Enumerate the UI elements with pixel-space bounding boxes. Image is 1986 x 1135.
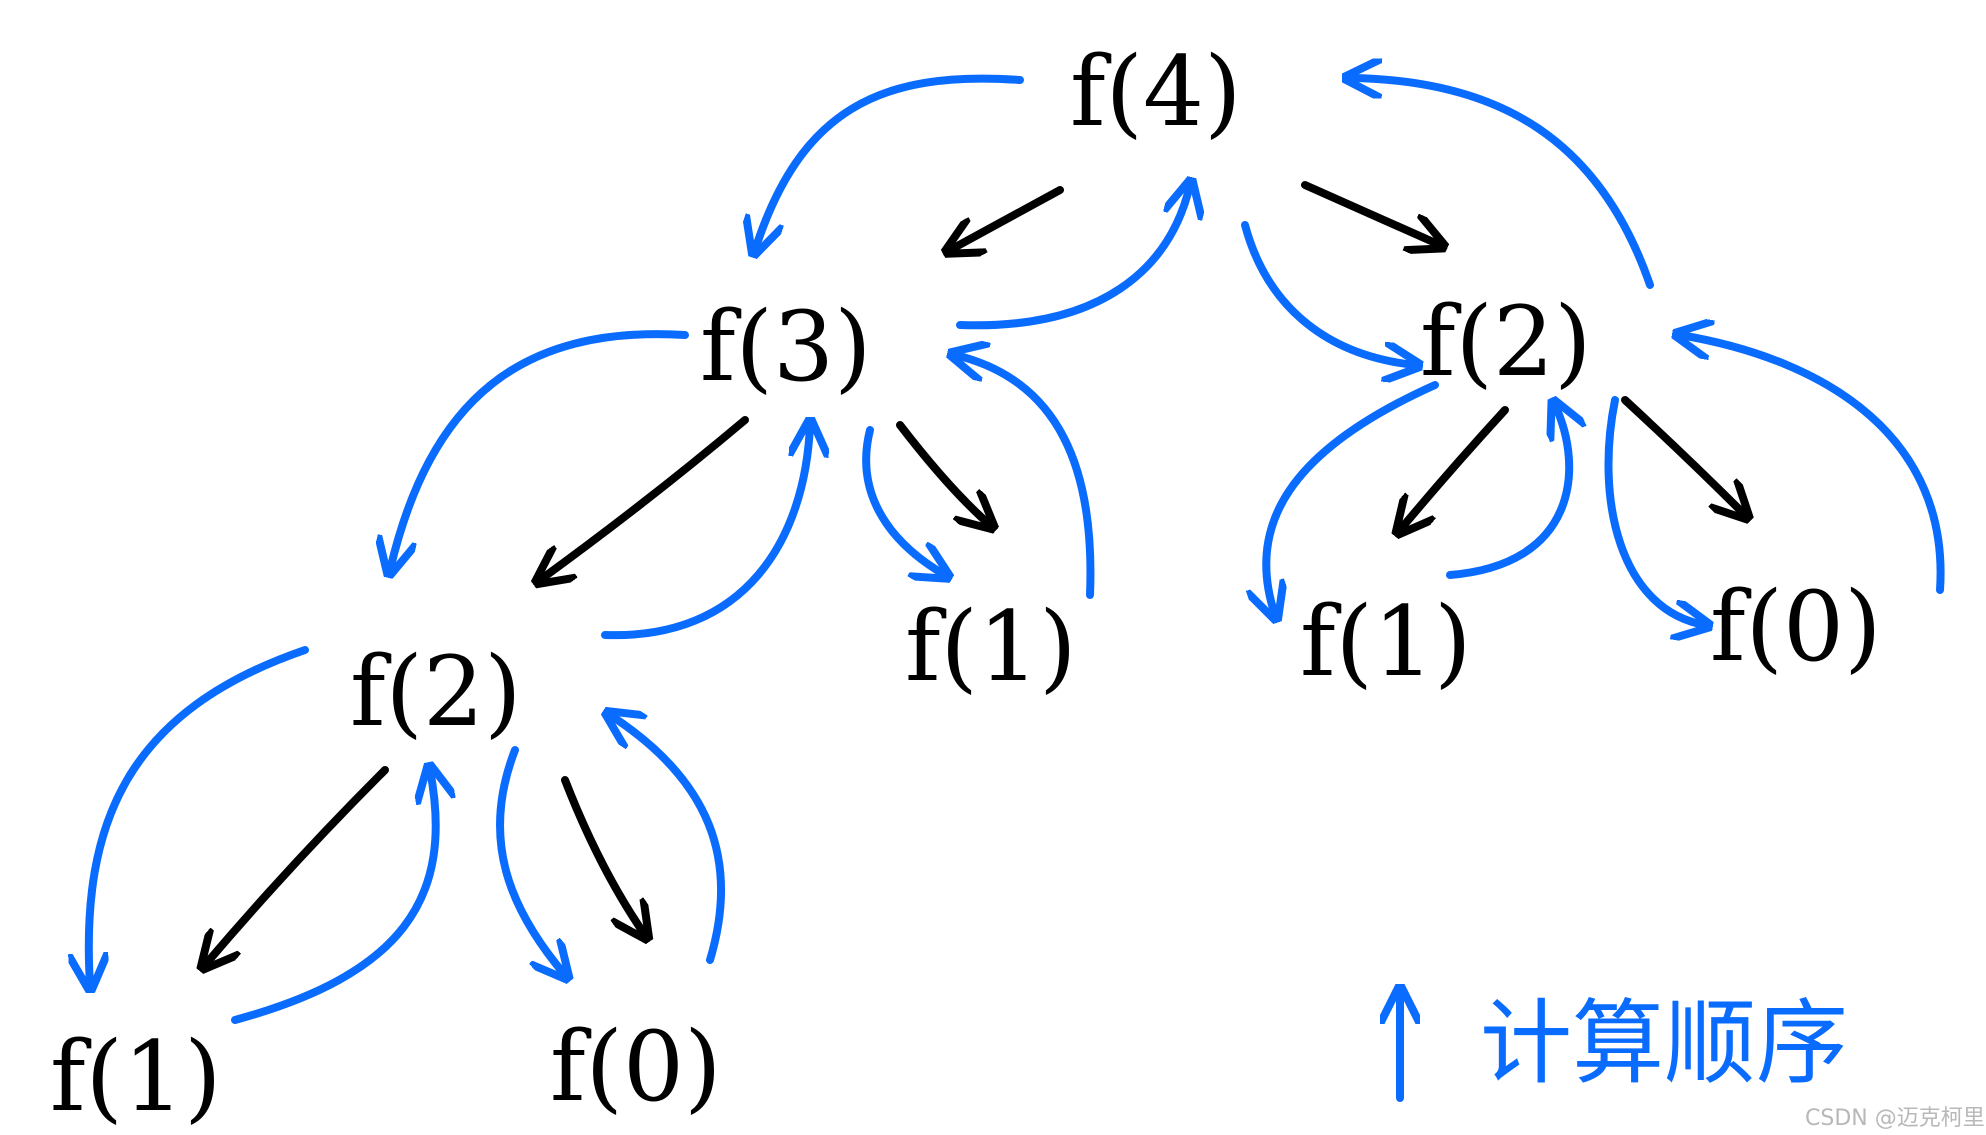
edge-f3-f2 <box>540 416 749 580</box>
edge-f2r-f1 <box>1400 406 1509 530</box>
node-f1-left: f(1) <box>50 1021 222 1133</box>
order-f0-to-f2r <box>1680 335 1945 594</box>
edge-f2r-f0 <box>1621 396 1745 515</box>
order-f1-to-f2l <box>231 770 436 1024</box>
node-f0-right: f(0) <box>1710 571 1882 683</box>
order-f2r-to-f0 <box>1604 396 1705 625</box>
order-f3-to-f1 <box>862 426 945 575</box>
node-f1-right: f(1) <box>1300 586 1472 698</box>
order-f4-to-f3 <box>755 74 1024 250</box>
edge-f4-f2 <box>1301 181 1440 245</box>
node-f1-mid: f(1) <box>905 591 1077 703</box>
node-f3: f(3) <box>700 291 872 403</box>
order-f2r-to-f4 <box>1350 78 1654 289</box>
legend-label: 计算顺序 <box>1480 990 1848 1097</box>
order-f2l-to-f1 <box>89 646 309 985</box>
order-f4-to-f2r <box>1241 221 1415 365</box>
edge-f2l-f1 <box>205 766 389 965</box>
node-f2-right: f(2) <box>1420 286 1592 398</box>
order-f0-to-f2l <box>610 715 726 964</box>
edge-f4-f3 <box>950 186 1064 250</box>
order-f3-to-f2l <box>390 330 689 570</box>
legend: 计算顺序 <box>1400 990 1848 1102</box>
edge-f3-f1 <box>896 421 990 525</box>
order-f2l-to-f0 <box>495 746 565 975</box>
order-f3-to-f4 <box>956 185 1190 330</box>
call-edges <box>205 181 1745 965</box>
order-f2r-to-f1 <box>1266 381 1439 615</box>
node-f4: f(4) <box>1070 36 1242 148</box>
watermark: CSDN @迈克柯里喵 <box>1805 1106 1986 1131</box>
edge-f2l-f0 <box>561 776 645 935</box>
order-f1-to-f3 <box>955 355 1095 599</box>
order-f1-to-f2r <box>1446 405 1569 579</box>
order-edges <box>89 74 1945 1024</box>
node-f0-left: f(0) <box>550 1011 722 1123</box>
order-f2l-to-f3 <box>601 425 810 640</box>
node-f2-left: f(2) <box>350 636 522 748</box>
